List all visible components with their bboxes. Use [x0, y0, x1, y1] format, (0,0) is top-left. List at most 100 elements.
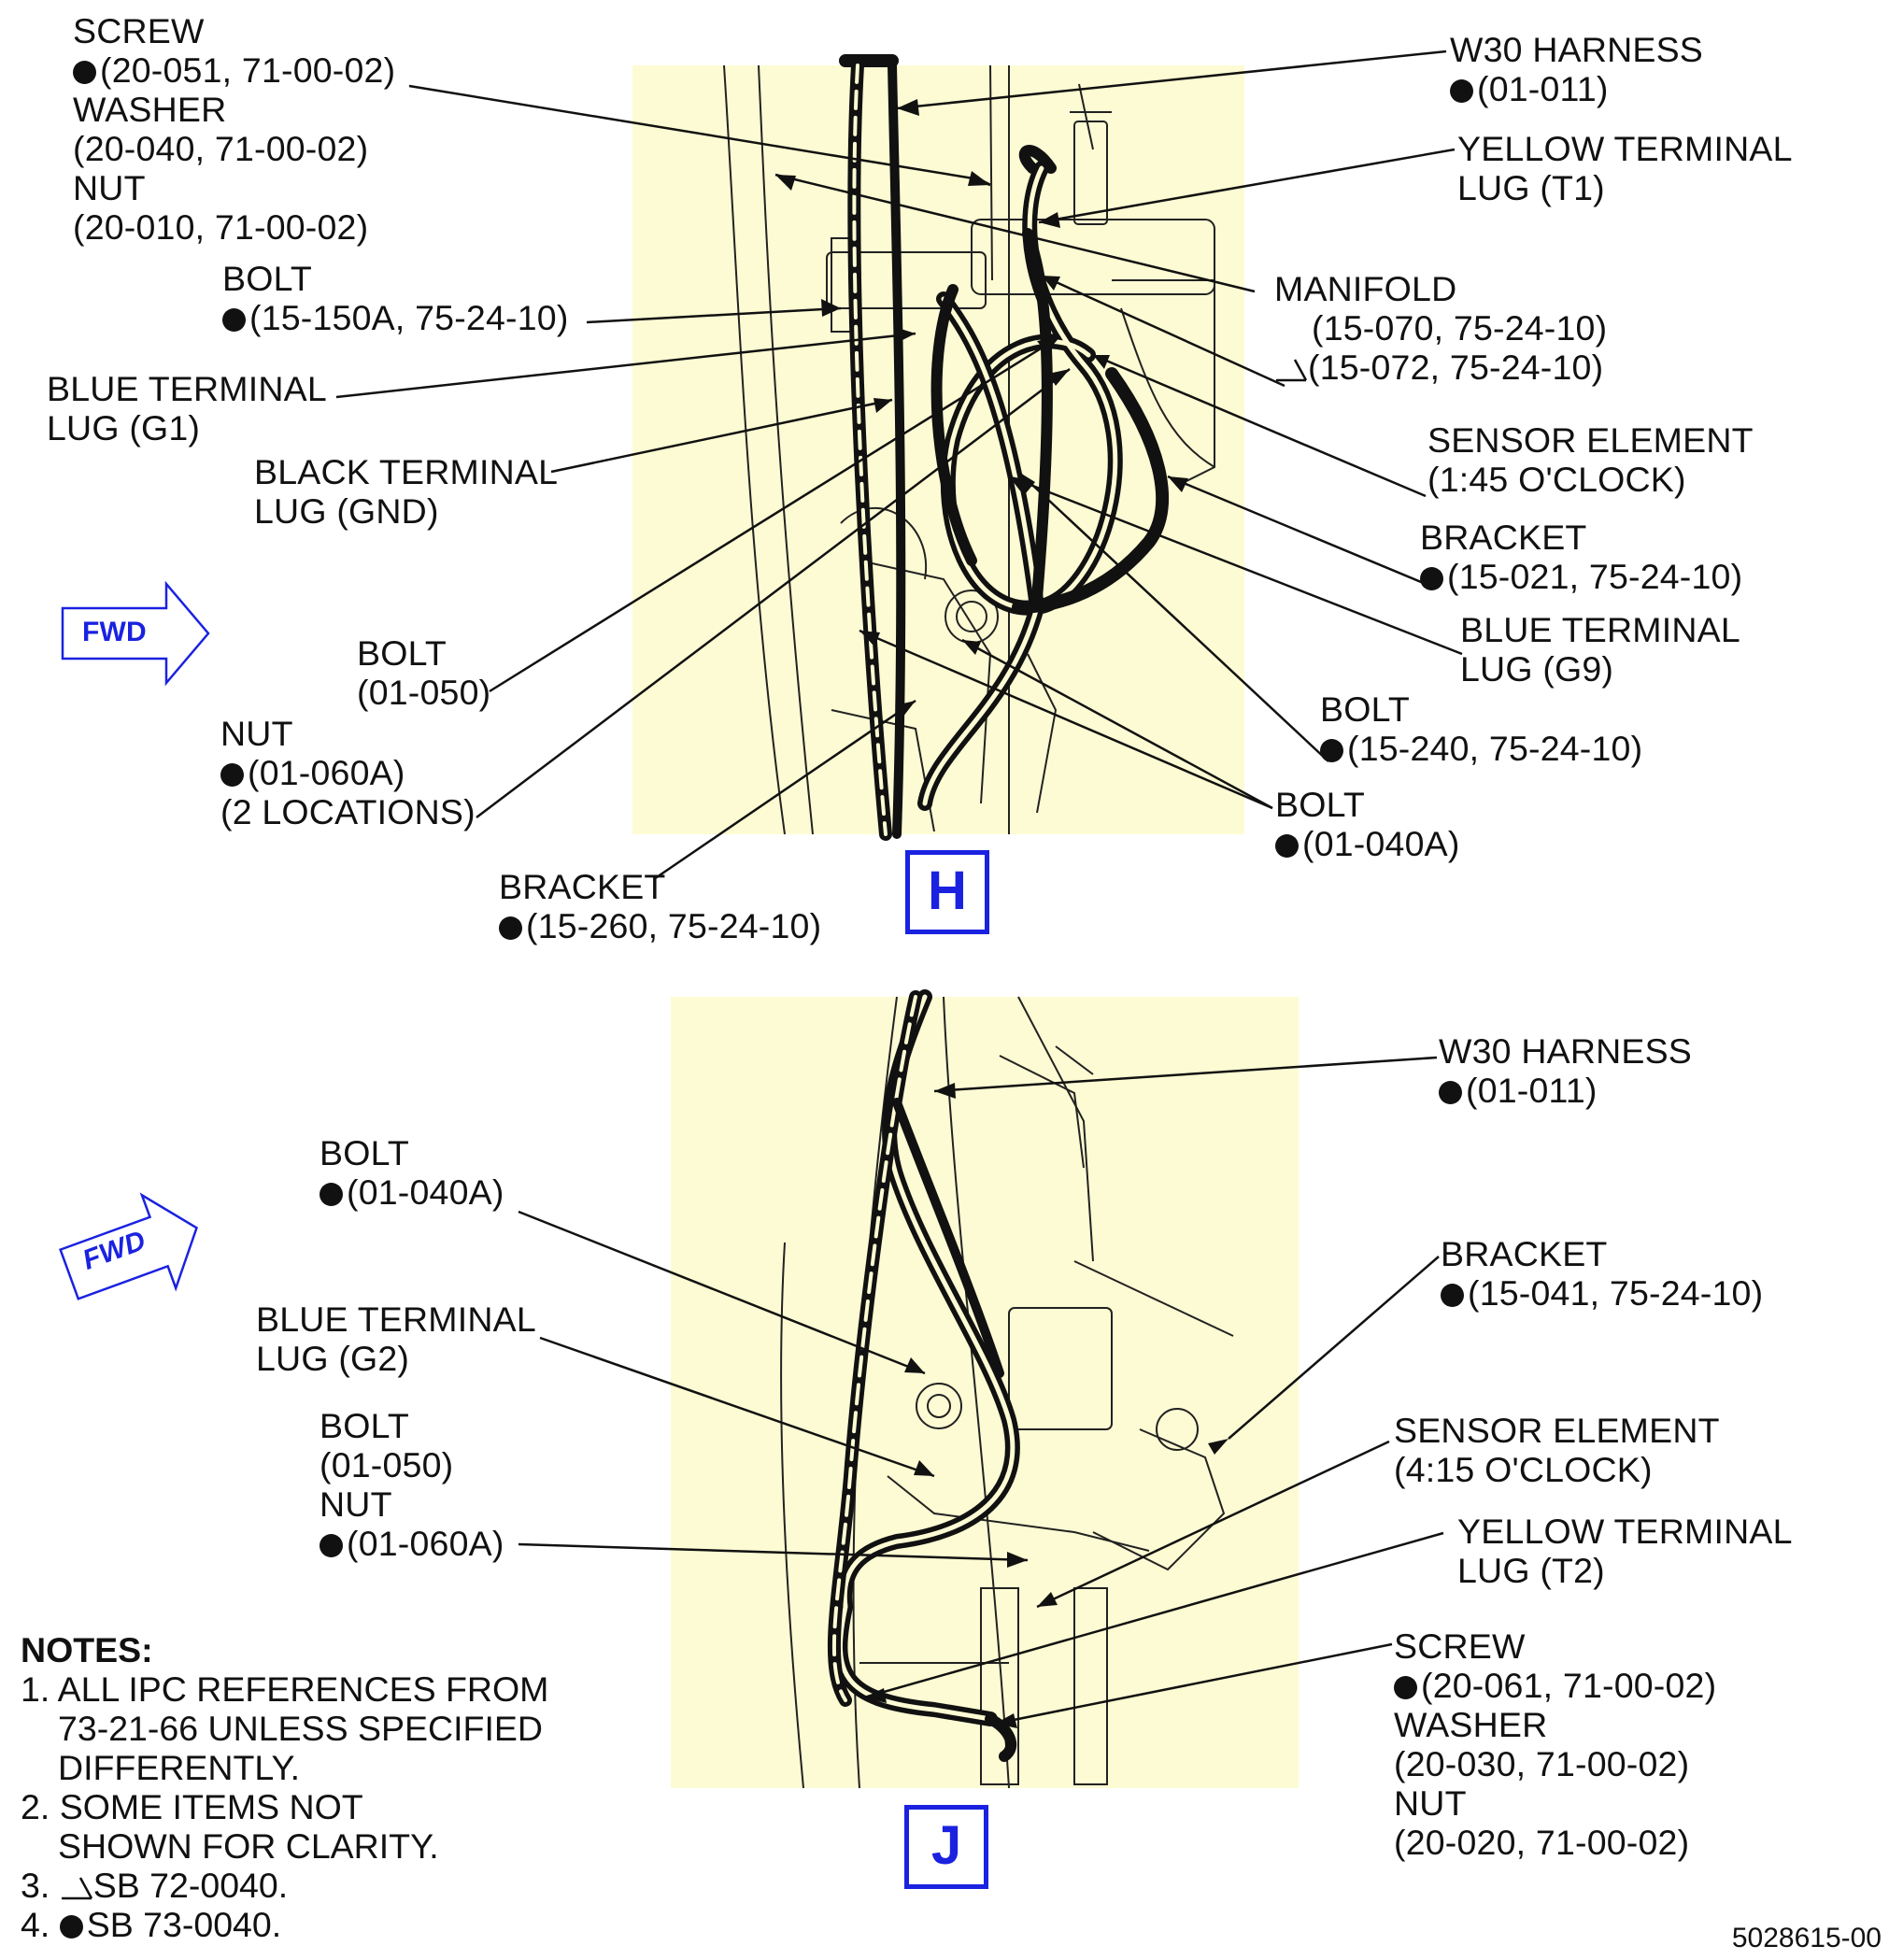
label-h-w30-harness: W30 HARNESS (01-011) — [1450, 30, 1703, 108]
label-text: (20-051, 71-00-02) — [100, 50, 396, 90]
label-text: W30 HARNESS — [1450, 30, 1704, 69]
label-text: BLUE TERMINAL — [1460, 610, 1740, 649]
sb-73-0040-bullet — [1450, 79, 1473, 103]
sb-73-0040-bullet — [1420, 567, 1443, 590]
sb-72-0040-triangle-icon — [61, 1877, 92, 1900]
sb-73-0040-bullet — [320, 1534, 343, 1557]
label-j-screw-washer-nut: SCREW (20-061, 71-00-02) WASHER (20-030,… — [1394, 1626, 1716, 1862]
label-text: BOLT — [1275, 785, 1365, 824]
label-h-bracket-15021: BRACKET (15-021, 75-24-10) — [1420, 518, 1742, 596]
label-text: W30 HARNESS — [1439, 1031, 1693, 1071]
view-j-id-box: J — [904, 1805, 988, 1889]
fwd-arrow-h — [61, 580, 210, 687]
sb-73-0040-bullet — [59, 1915, 83, 1939]
label-text: (15-041, 75-24-10) — [1468, 1273, 1764, 1313]
label-h-sensor-element: SENSOR ELEMENT (1:45 O'CLOCK) — [1427, 420, 1754, 499]
label-j-blue-lug-g2: BLUE TERMINAL LUG (G2) — [256, 1300, 536, 1378]
sb-73-0040-bullet — [220, 763, 244, 787]
label-text: BRACKET — [1420, 518, 1587, 557]
label-h-bolt-01040a: BOLT (01-040A) — [1275, 785, 1460, 863]
note-4: 4. SB 73-0040. — [21, 1905, 548, 1944]
view-h-leaders — [335, 50, 1463, 881]
note-number: 3. — [21, 1866, 50, 1905]
label-text: (01-050) — [357, 673, 491, 712]
note-3: 3. SB 72-0040. — [21, 1866, 548, 1905]
label-text: (4:15 O'CLOCK) — [1394, 1450, 1653, 1489]
label-text: (15-072, 75-24-10) — [1308, 348, 1604, 387]
label-text: (01-060A) — [248, 753, 405, 792]
label-text: (15-260, 75-24-10) — [526, 906, 822, 945]
label-text: (01-050) — [320, 1445, 454, 1484]
label-h-nut-01060a: NUT (01-060A) (2 LOCATIONS) — [220, 714, 476, 831]
label-text: BOLT — [357, 633, 447, 673]
label-text: BRACKET — [1441, 1234, 1608, 1273]
note-text: SB 72-0040. — [92, 1866, 289, 1905]
label-text: BOLT — [320, 1406, 409, 1445]
label-text: (01-011) — [1477, 69, 1609, 108]
label-text: LUG (T2) — [1457, 1551, 1605, 1590]
label-text: BLUE TERMINAL — [47, 369, 327, 408]
label-text: YELLOW TERMINAL — [1457, 129, 1793, 168]
label-text: NUT — [220, 714, 293, 753]
label-h-yellow-lug-t1: YELLOW TERMINAL LUG (T1) — [1457, 129, 1793, 207]
label-text: (15-070, 75-24-10) — [1312, 308, 1608, 348]
label-j-bracket-15041: BRACKET (15-041, 75-24-10) — [1441, 1234, 1763, 1313]
view-h-harness — [839, 54, 1170, 841]
label-h-bracket-15260: BRACKET (15-260, 75-24-10) — [499, 867, 821, 945]
label-text: NUT — [1394, 1783, 1467, 1823]
sb-73-0040-bullet — [73, 61, 96, 84]
note-2: 2. SOME ITEMS NOT — [21, 1787, 363, 1826]
view-j-leaders — [518, 1056, 1444, 1726]
label-text: (15-021, 75-24-10) — [1447, 557, 1743, 596]
label-text: SENSOR ELEMENT — [1427, 420, 1754, 460]
label-text: (20-030, 71-00-02) — [1394, 1744, 1690, 1783]
label-h-screw-washer-nut: SCREW (20-051, 71-00-02) WASHER (20-040,… — [73, 11, 395, 247]
sb-73-0040-bullet — [1275, 834, 1299, 858]
notes-title: NOTES: — [21, 1630, 153, 1669]
note-number: 4. — [21, 1905, 50, 1944]
label-text: BOLT — [320, 1133, 409, 1172]
note-text: SB 73-0040. — [86, 1905, 282, 1944]
label-text: BRACKET — [499, 867, 666, 906]
label-text: (20-020, 71-00-02) — [1394, 1823, 1690, 1862]
label-text: SCREW — [73, 11, 205, 50]
note-1-cont: DIFFERENTLY. — [58, 1748, 301, 1787]
label-h-blue-lug-g9: BLUE TERMINAL LUG (G9) — [1460, 610, 1740, 689]
label-text: (2 LOCATIONS) — [220, 792, 476, 831]
label-text: (20-061, 71-00-02) — [1421, 1666, 1717, 1705]
label-text: (15-150A, 75-24-10) — [249, 298, 569, 337]
note-1-cont: 73-21-66 UNLESS SPECIFIED — [58, 1709, 543, 1748]
label-text: WASHER — [1394, 1705, 1548, 1744]
sb-73-0040-bullet — [320, 1183, 343, 1206]
label-h-bolt-15240: BOLT (15-240, 75-24-10) — [1320, 689, 1642, 768]
label-text: BOLT — [1320, 689, 1410, 729]
label-text: LUG (T1) — [1457, 168, 1605, 207]
view-h-id-box: H — [905, 850, 989, 934]
label-text: LUG (G1) — [47, 408, 201, 447]
label-j-yellow-lug-t2: YELLOW TERMINAL LUG (T2) — [1457, 1512, 1793, 1590]
label-text: WASHER — [73, 90, 227, 129]
note-1: 1. ALL IPC REFERENCES FROM — [21, 1669, 549, 1709]
label-j-bolt-nut: BOLT (01-050) NUT (01-060A) — [320, 1406, 504, 1563]
view-j-panel — [671, 997, 1299, 1788]
label-text: BOLT — [222, 259, 312, 298]
label-text: (20-040, 71-00-02) — [73, 129, 369, 168]
label-text: (01-060A) — [347, 1524, 504, 1563]
label-h-bolt-15150a: BOLT (15-150A, 75-24-10) — [222, 259, 569, 337]
sb-73-0040-bullet — [1320, 739, 1343, 762]
label-text: LUG (GND) — [254, 491, 439, 531]
label-h-black-lug-gnd: BLACK TERMINAL LUG (GND) — [254, 452, 558, 531]
label-text: (01-040A) — [347, 1172, 504, 1212]
label-text: (1:45 O'CLOCK) — [1427, 460, 1686, 499]
label-text: NUT — [73, 168, 146, 207]
sb-73-0040-bullet — [499, 916, 522, 940]
label-text: MANIFOLD — [1274, 269, 1457, 308]
label-text: NUT — [320, 1484, 392, 1524]
label-j-sensor-element: SENSOR ELEMENT (4:15 O'CLOCK) — [1394, 1411, 1720, 1489]
label-text: SCREW — [1394, 1626, 1526, 1666]
sb-73-0040-bullet — [1394, 1676, 1417, 1699]
document-number: 5028615-00 — [1731, 1923, 1882, 1953]
label-text: (01-011) — [1466, 1071, 1598, 1110]
